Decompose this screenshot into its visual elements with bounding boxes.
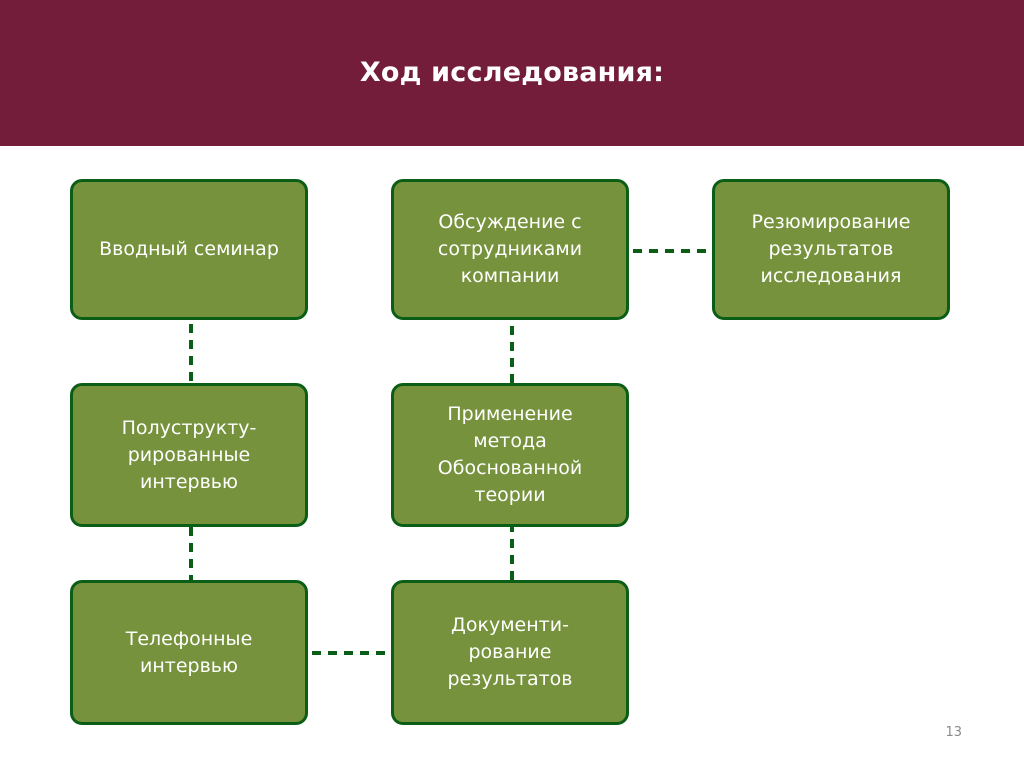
page-number: 13	[945, 725, 962, 740]
node-staff-discussion: Обсуждение с сотрудниками компании	[391, 179, 629, 320]
title-bar: Ход исследования:	[0, 0, 1024, 146]
node-semi-structured-interviews: Полуструкту- рированные интервью	[70, 383, 308, 527]
slide-title: Ход исследования:	[359, 56, 665, 88]
node-summary: Резюмирование результатов исследования	[712, 179, 950, 320]
node-documentation: Документи- рование результатов	[391, 580, 629, 725]
node-grounded-theory: Применение метода Обоснованной теории	[391, 383, 629, 527]
node-intro-seminar: Вводный семинар	[70, 179, 308, 320]
node-phone-interviews: Телефонные интервью	[70, 580, 308, 725]
